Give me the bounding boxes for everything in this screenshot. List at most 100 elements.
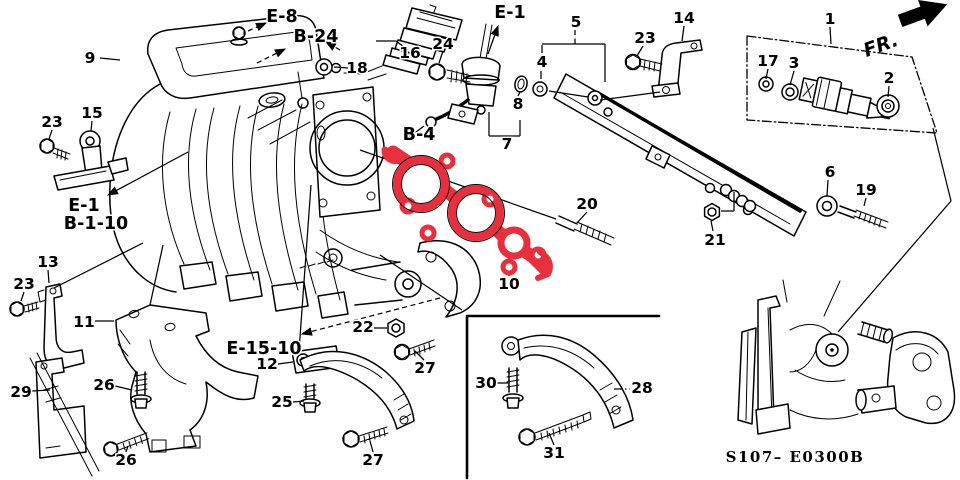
part-label-7: 7 [502, 135, 513, 153]
seal-2 [876, 94, 900, 118]
part-label-29: 29 [10, 383, 32, 401]
leader-line [548, 432, 555, 446]
leader-line [789, 70, 795, 86]
leader-line [636, 45, 644, 57]
bracket-12-brace [291, 345, 415, 430]
bolt-27-lower [342, 426, 389, 448]
part-label-13: 13 [37, 253, 59, 271]
leader-line [932, 127, 952, 202]
leader-line [247, 22, 268, 32]
part-label-30: 30 [475, 374, 497, 392]
part-label-25: 25 [271, 393, 293, 411]
part-label-24: 24 [432, 35, 454, 53]
intake-manifold-drawing [109, 14, 481, 319]
ref-label-B-4: B-4 [403, 125, 436, 145]
bolt-25 [299, 383, 321, 413]
fr-direction-indicator: FR. [861, 0, 948, 62]
part-label-23: 23 [13, 275, 35, 293]
leader-line [48, 129, 53, 140]
ref-label-E-8: E-8 [266, 7, 297, 27]
bracket-15 [53, 130, 129, 191]
bolt-e8 [230, 26, 248, 46]
washer-17 [758, 76, 774, 92]
part-label-19: 19 [855, 181, 877, 199]
bolt-30 [502, 367, 524, 409]
part-label-12: 12 [256, 355, 278, 373]
leader-line [681, 25, 685, 42]
cushion-ring-4 [532, 81, 548, 97]
bolt-26-lower [103, 432, 150, 457]
part-label-8: 8 [513, 95, 524, 113]
part-label-9: 9 [85, 49, 96, 67]
stud-bolt-20 [555, 215, 615, 246]
leader-line [149, 244, 164, 306]
bracket-14 [651, 39, 703, 98]
engine-mount-bracket-drawing [737, 279, 956, 435]
bolt-23-top-right [624, 53, 663, 72]
grommet-6 [816, 195, 838, 217]
part-label-23: 23 [634, 29, 656, 47]
leader-line [599, 91, 661, 101]
leader-line [548, 90, 589, 98]
part-label-21: 21 [704, 231, 726, 249]
leader-line [90, 120, 93, 132]
leader-line [829, 26, 832, 45]
fr-label: FR. [861, 29, 902, 62]
leader-line [31, 389, 51, 392]
bolt-23-left [39, 138, 71, 161]
leader-line [863, 197, 867, 207]
gasket-10-highlight [381, 145, 553, 281]
part-label-10: 10 [498, 275, 520, 293]
leader-line [99, 57, 121, 61]
leader-line [292, 400, 305, 403]
part-label-4: 4 [537, 53, 548, 71]
leader-line [765, 68, 769, 80]
bracket-11 [115, 304, 259, 453]
leader-line [438, 50, 444, 64]
part-label-26: 26 [93, 376, 115, 394]
inset-panel-border [465, 314, 661, 480]
oring-8 [514, 75, 528, 93]
part-label-3: 3 [789, 54, 800, 72]
part-label-31: 31 [543, 444, 565, 462]
leader-line [837, 200, 952, 333]
fuel-rail-drawing [553, 73, 807, 237]
throttle-body-flange [309, 86, 385, 218]
leader-line [379, 254, 463, 311]
leader-line [369, 440, 374, 453]
part-label-18: 18 [346, 59, 368, 77]
leader-line [106, 151, 189, 196]
leader-line [407, 125, 425, 139]
bolt-23-bottom-left [9, 301, 40, 317]
leader-line [710, 220, 714, 232]
stud-bolt-19 [837, 205, 889, 229]
washer-18 [315, 58, 333, 76]
ref-label-E-15-10: E-15-10 [226, 339, 301, 359]
bolt-24 [428, 63, 473, 84]
bolt-31 [518, 411, 592, 446]
leader-lines-layer [20, 22, 952, 453]
leader-line [47, 269, 50, 284]
part-label-27: 27 [414, 359, 436, 377]
leader-line [414, 350, 425, 361]
ref-label-B-24: B-24 [294, 27, 339, 47]
ref-label-E-1: E-1 [68, 196, 99, 216]
part-label-22: 22 [352, 318, 374, 336]
part-label-11: 11 [73, 313, 95, 331]
leader-line [256, 48, 287, 64]
part-label-6: 6 [825, 163, 836, 181]
drawing-code: S107– E0300B [726, 448, 865, 466]
leader-line [324, 41, 341, 51]
leader-line [20, 291, 25, 302]
bracket-28 [501, 334, 634, 429]
leader-line [298, 184, 312, 352]
water-temp-sensor-drawing [330, 4, 463, 81]
leader-line [826, 179, 829, 197]
leader-line [114, 385, 133, 391]
leader-line [517, 91, 521, 97]
part-label-17: 17 [757, 52, 779, 70]
leader-line [576, 211, 588, 224]
